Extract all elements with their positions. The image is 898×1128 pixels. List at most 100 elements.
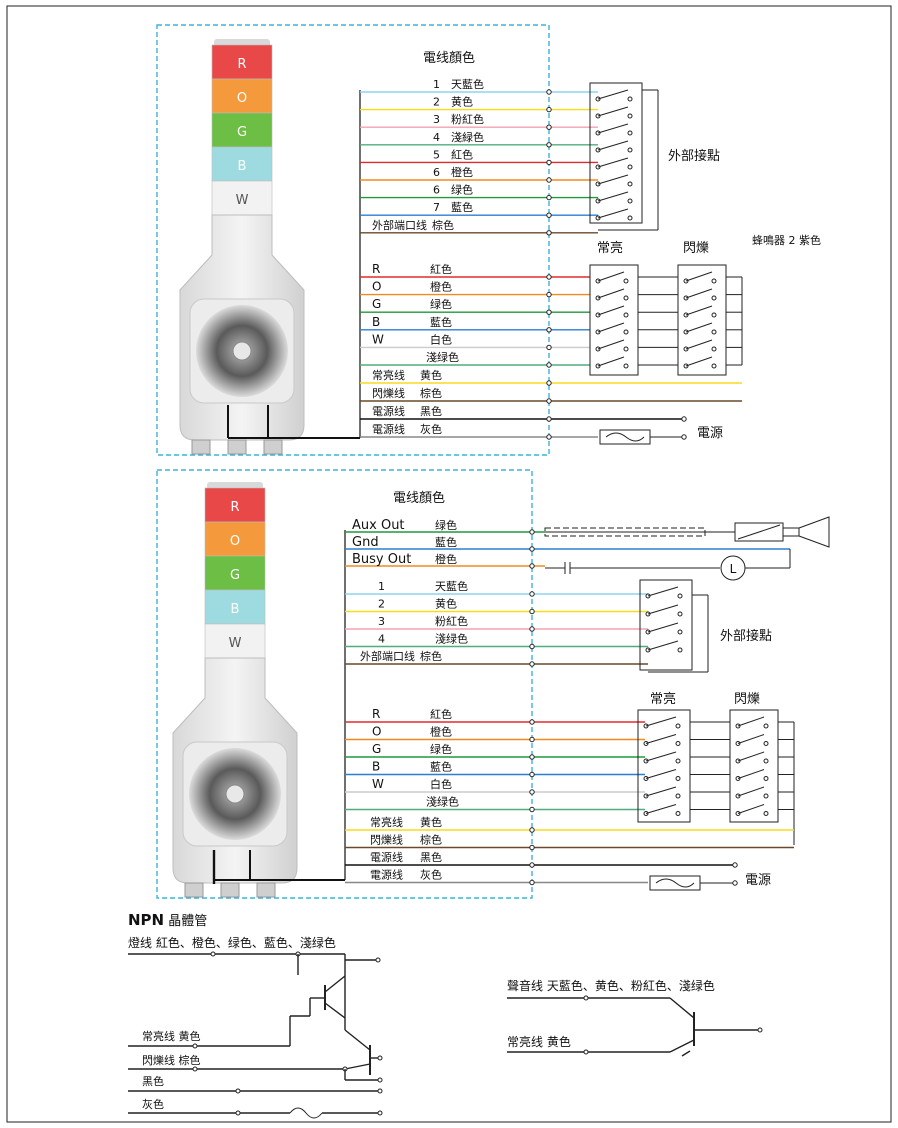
control-label: 常亮线 (372, 368, 405, 382)
control-color-name: 灰色 (420, 422, 442, 436)
wire-color-name: 紅色 (451, 147, 473, 161)
lamp-color-name: 紅色 (430, 262, 452, 276)
switch-contact (677, 647, 683, 653)
control-color-name: 棕色 (420, 386, 442, 400)
switch-lever (645, 751, 677, 762)
wire-color-name: 棕色 (432, 218, 454, 232)
speaker-horn (798, 516, 830, 548)
flash-relay-box-1 (677, 264, 727, 376)
switch-contact (623, 278, 629, 284)
switch-contact (763, 741, 769, 746)
switch-lever (597, 89, 629, 100)
wire-number: 6 (433, 166, 440, 179)
wire-number: 7 (433, 201, 440, 214)
external-contacts-label: 外部接點 (668, 148, 720, 164)
npn-node (235, 1088, 241, 1094)
terminal-node (546, 177, 552, 183)
speaker-neck (782, 527, 800, 537)
control-label: 電源线 (372, 404, 405, 418)
switch-lever (647, 622, 679, 633)
steady-relay-box-2 (637, 709, 691, 823)
npn-wire (324, 975, 346, 993)
speaker-diag (737, 524, 781, 540)
tower-tier-label-W: W (229, 636, 242, 651)
npn-node (210, 951, 216, 957)
switch-lever (597, 106, 629, 117)
tower-tier-R (211, 44, 273, 80)
npn-node (235, 1110, 241, 1116)
npn-node (192, 1043, 198, 1049)
lamp-symbol-circle (720, 555, 746, 581)
switch-contact (675, 793, 681, 799)
terminal-node (546, 194, 552, 201)
control-color-name: 灰色 (420, 868, 442, 882)
fuse-1 (599, 429, 651, 445)
tower-tier-label-O: O (230, 534, 240, 549)
switch-lever (597, 339, 625, 350)
tower-tier-O (204, 521, 266, 557)
npn-node (377, 1110, 383, 1116)
tower-connector (256, 882, 276, 898)
control-label: 閃爍线 (372, 386, 405, 400)
npn-wire (324, 1002, 346, 1019)
switch-lever (685, 356, 713, 367)
switch-lever (737, 786, 765, 797)
switch-contact (623, 295, 629, 301)
switch-contact (711, 312, 717, 318)
wire-color-name: 天藍色 (451, 77, 484, 91)
lamp-code: R (372, 707, 380, 721)
wire-number: 3 (433, 113, 440, 126)
wire-number: 外部端口线 (360, 649, 415, 663)
control-color-name: 黑色 (420, 850, 442, 864)
switch-contact (627, 198, 633, 204)
wire-color-name: 粉紅色 (451, 112, 484, 126)
terminal-node (529, 608, 535, 615)
tower-lens-center (232, 341, 252, 361)
switch-contact (675, 811, 681, 816)
terminal-node (546, 344, 552, 351)
npn-title: NPN 晶體管 (128, 911, 207, 929)
power-terminal (732, 880, 738, 886)
tower-tier-label-G: G (237, 125, 247, 140)
lamp-color-name: 橙色 (430, 725, 452, 739)
npn-wire (681, 1050, 691, 1057)
flash-relay-box-2 (729, 709, 779, 823)
switch-lever (685, 288, 713, 299)
tower-connector (263, 439, 283, 455)
flash-label-2: 閃爍 (734, 691, 760, 707)
npn-lamp-line-label: 燈线 紅色、橙色、绿色、藍色、淺绿色 (128, 935, 336, 950)
terminal-node (546, 142, 552, 148)
lamp-code: R (372, 262, 380, 276)
terminal-node (529, 789, 535, 795)
tower-tier-label-G: G (230, 568, 240, 583)
terminal-node (529, 844, 535, 851)
npn-fuse (289, 1107, 323, 1119)
page-border (6, 5, 892, 1123)
lamp-color-name: 绿色 (430, 297, 452, 311)
switch-contact (711, 363, 717, 369)
switch-contact (763, 793, 769, 799)
speaker-cable (544, 527, 706, 537)
wire-color-name: 黄色 (451, 95, 473, 109)
switch-lever (737, 716, 765, 727)
wire-color-name: 黄色 (435, 597, 457, 611)
devices: L (544, 82, 830, 891)
switch-lever (737, 751, 765, 762)
wire-number: 3 (378, 615, 385, 628)
wire-color-name: 淺绿色 (435, 632, 468, 646)
terminal-node (529, 827, 535, 833)
switch-lever (645, 734, 677, 744)
tower-tier-label-O: O (237, 91, 247, 106)
lamp-code: G (372, 297, 381, 311)
control-color-name: 黄色 (420, 368, 442, 382)
wire-number: 1 (378, 580, 385, 593)
switch-lever (645, 786, 677, 797)
terminal-node (529, 754, 535, 760)
section1-title: 電线顏色 (423, 50, 475, 66)
lamp-color-name: 淺绿色 (426, 795, 459, 809)
switch-lever (685, 339, 713, 350)
switch-lever (645, 804, 677, 814)
switch-contact (627, 164, 633, 170)
lamp-symbol-label: L (730, 562, 737, 576)
